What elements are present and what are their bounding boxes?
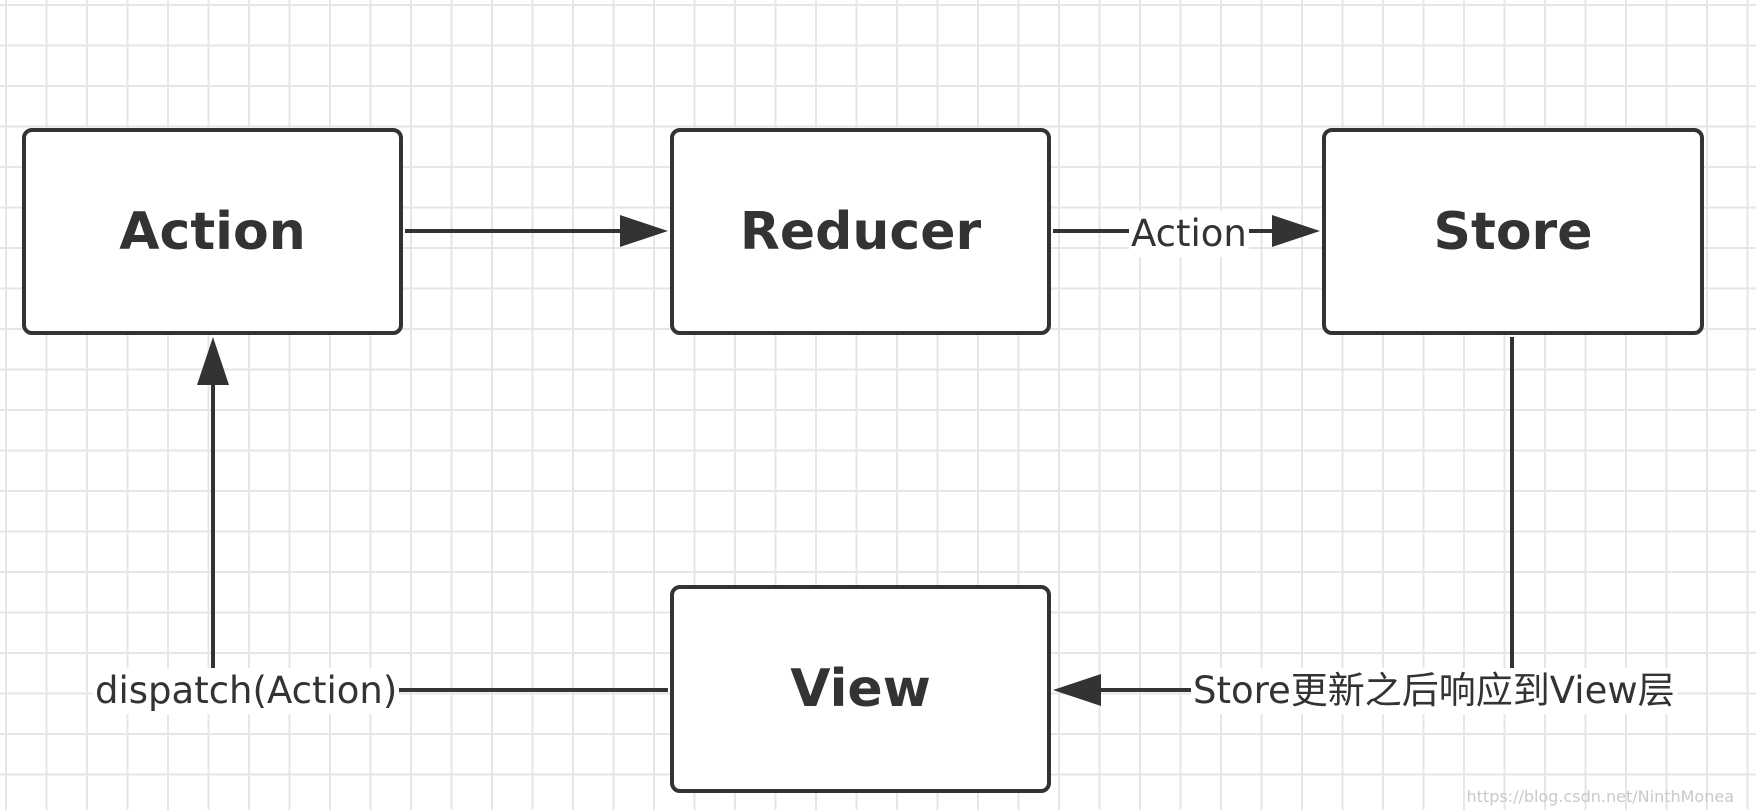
action-node: Action <box>22 128 403 335</box>
arrowhead-action <box>197 337 229 385</box>
reducer-node-label: Reducer <box>739 201 982 262</box>
store-node: Store <box>1322 128 1704 335</box>
store-node-label: Store <box>1433 201 1593 262</box>
arrowhead-reducer <box>620 215 668 247</box>
reducer-to-store-label: Action <box>1129 211 1249 257</box>
view-node: View <box>670 585 1051 793</box>
dispatch-label: dispatch(Action) <box>93 668 400 714</box>
action-node-label: Action <box>119 201 306 262</box>
reducer-node: Reducer <box>670 128 1051 335</box>
arrowhead-store <box>1272 215 1320 247</box>
watermark-text: https://blog.csdn.net/NinthMonea <box>1466 787 1735 806</box>
store-to-view-label: Store更新之后响应到View层 <box>1191 668 1677 714</box>
arrowhead-view <box>1053 674 1101 706</box>
view-node-label: View <box>790 659 931 719</box>
